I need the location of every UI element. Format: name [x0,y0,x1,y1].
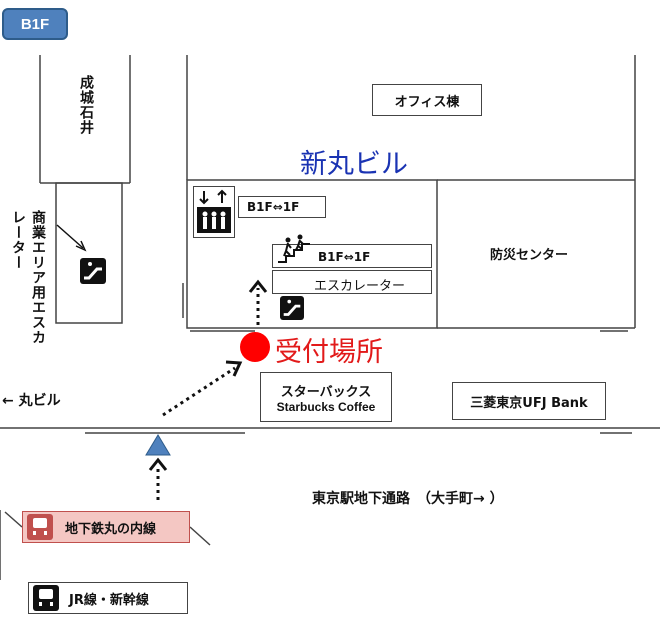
commercial-escalator-label: 商業エリア用エスカレーター [10,210,46,345]
elevator-icon [193,186,235,238]
escalator-label: エスカレーター [314,279,406,294]
jr-line-label: JR線・新幹線 [69,592,149,608]
stairs-row [272,244,432,268]
starbucks-en-label: Starbucks Coffee [276,399,376,414]
shinmaru-building-title: 新丸ビル [300,149,408,180]
train-icon [27,514,53,540]
escalator-row [272,270,432,294]
floor-badge: B1F [2,8,68,40]
marunouchi-line-label: 地下鉄丸の内線 [65,521,157,537]
jr-line-box: JR線・新幹線 [28,582,188,614]
reception-dot [240,332,270,362]
escalator-icon [280,296,304,320]
passage-label: 東京駅地下通路 （大手町→ ） [312,491,504,507]
stairs-floors-label: B1F⇔1F [318,250,371,264]
escalator-icon [80,258,106,284]
marunouchi-line-box: 地下鉄丸の内線 [22,511,190,543]
bank-label: 三菱東京UFJ Bank [452,382,606,420]
office-building-label: オフィス棟 [372,84,482,116]
marubiru-label: ← 丸ビル [2,393,61,409]
seijo-ishii-label: 成城石井 [78,75,94,135]
elevator-floors-label: B1F⇔1F [238,196,326,218]
starbucks-jp-label: スターバックス [280,384,372,400]
starbucks-box: スターバックス Starbucks Coffee [260,372,392,422]
stairs-icon [276,234,316,268]
train-icon [33,585,59,611]
reception-label: 受付場所 [275,337,383,368]
bousai-center-label: 防災センター [490,248,569,263]
